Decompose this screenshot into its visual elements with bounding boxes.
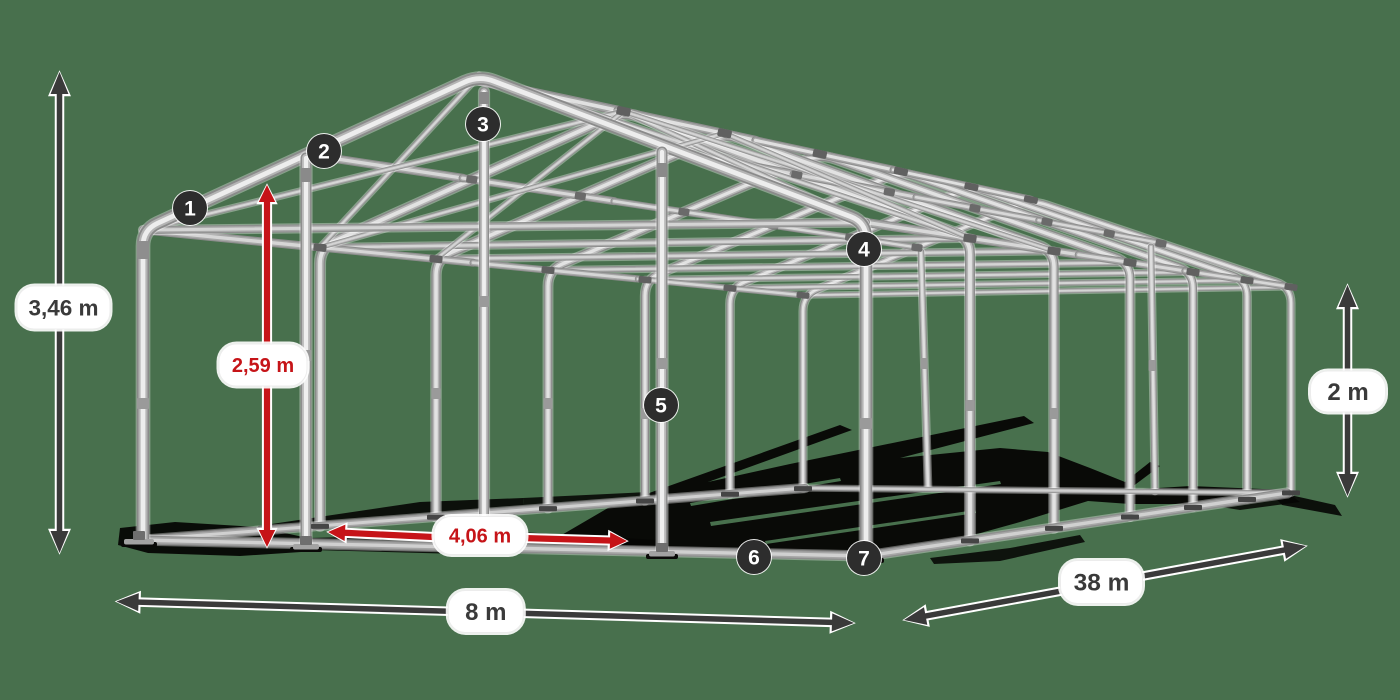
svg-text:2 m: 2 m — [1327, 379, 1368, 406]
svg-text:1: 1 — [184, 197, 196, 220]
svg-text:3: 3 — [477, 113, 489, 136]
svg-text:4: 4 — [858, 238, 870, 261]
svg-text:38 m: 38 m — [1074, 570, 1130, 597]
svg-text:6: 6 — [748, 546, 760, 569]
svg-text:4,06 m: 4,06 m — [449, 526, 511, 548]
svg-text:5: 5 — [655, 394, 667, 417]
svg-text:3,46 m: 3,46 m — [28, 296, 98, 321]
svg-text:2,59 m: 2,59 m — [232, 355, 294, 377]
svg-text:8 m: 8 m — [465, 599, 506, 626]
svg-text:2: 2 — [318, 140, 330, 163]
svg-text:7: 7 — [858, 547, 870, 570]
